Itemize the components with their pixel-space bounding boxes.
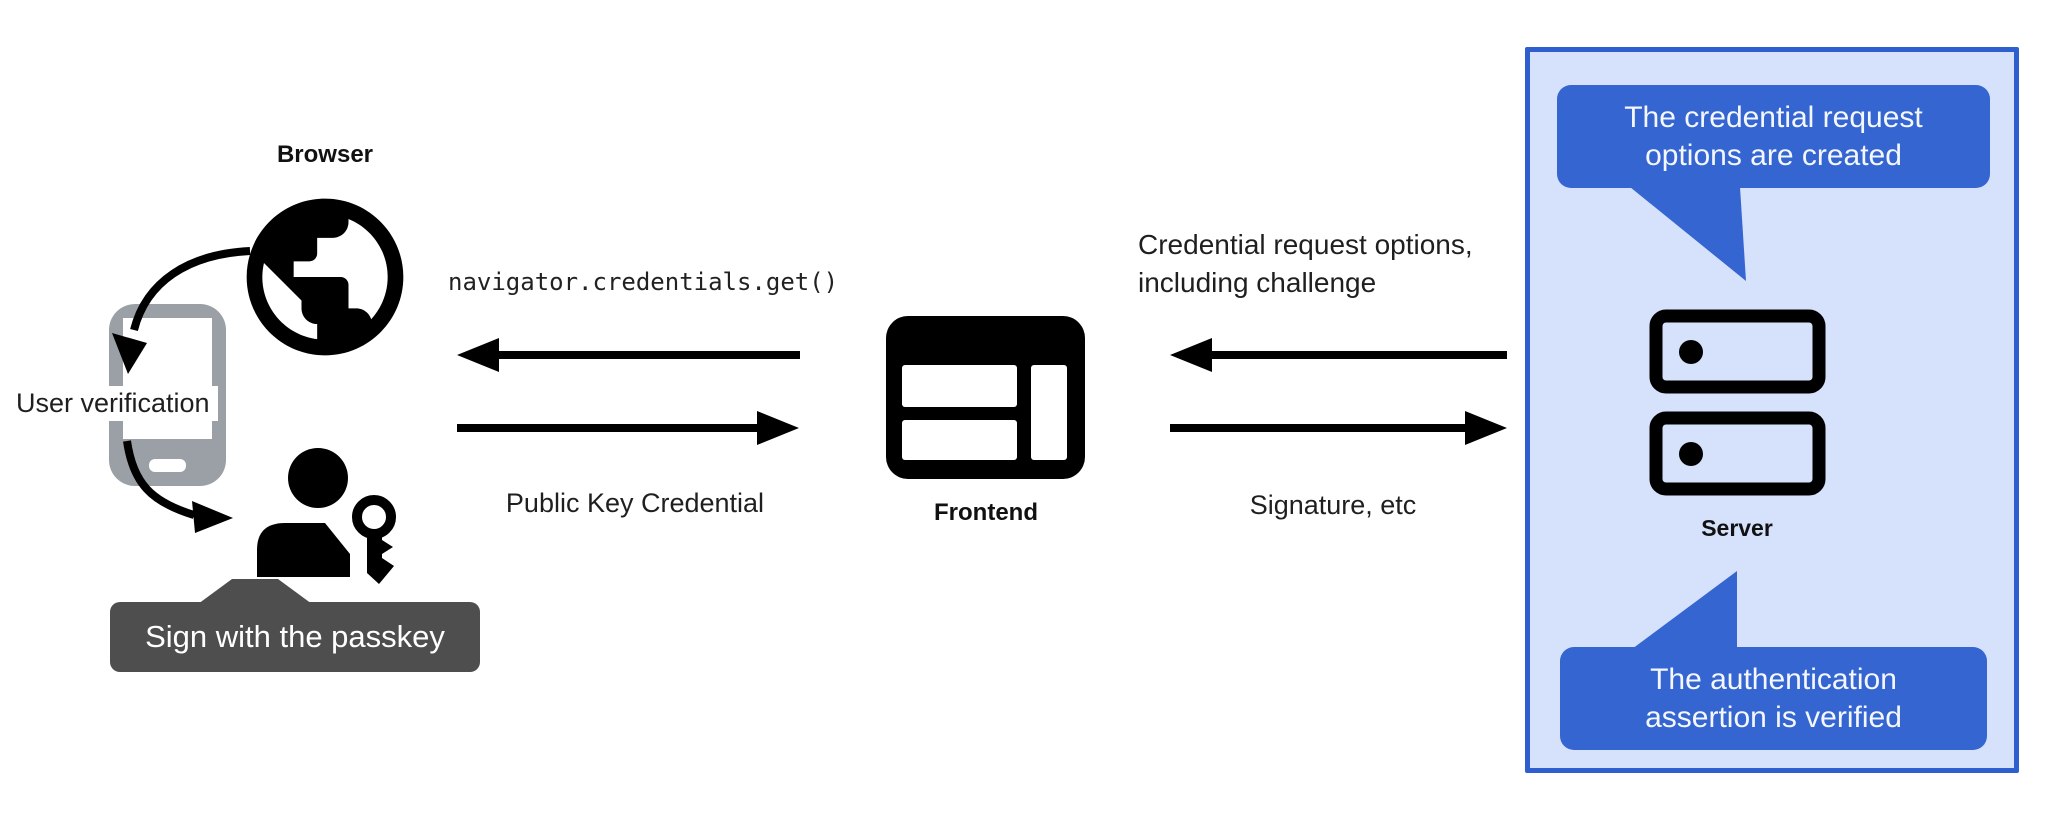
bubble-bottom-line2: assertion is verified: [1645, 700, 1902, 734]
frontend-window-icon: [886, 316, 1085, 479]
person-bust: [257, 448, 350, 577]
bubble-top-line1: The credential request: [1624, 100, 1923, 134]
arrow-server-to-frontend-icon: [1170, 338, 1507, 372]
bubble-bottom-line1: The authentication: [1650, 662, 1897, 696]
credential-request-line2: including challenge: [1138, 267, 1377, 298]
tooltip-label: Sign with the passkey: [145, 619, 445, 654]
arrow-frontend-to-server-icon: [1170, 411, 1507, 445]
public-key-credential-label: Public Key Credential: [505, 488, 765, 518]
arrow-frontend-to-browser-icon: [457, 338, 800, 372]
credential-request-label: Credential request options, including ch…: [1138, 226, 1473, 302]
code-call-label: navigator.credentials.get(): [448, 268, 839, 296]
key-icon: [352, 495, 396, 584]
bubble-top-line2: options are created: [1645, 138, 1902, 172]
frontend-label: Frontend: [934, 499, 1038, 526]
arrow-browser-to-frontend-icon: [457, 411, 799, 445]
person-icon: [257, 448, 396, 584]
browser-label: Browser: [276, 141, 374, 168]
credential-request-line1: Credential request options,: [1138, 229, 1473, 260]
signature-label: Signature, etc: [1249, 490, 1417, 520]
bubble-assertion-verified: The authentication assertion is verified: [1560, 647, 1987, 750]
bubble-credential-options-created: The credential request options are creat…: [1557, 85, 1990, 188]
globe-icon: [246, 198, 404, 356]
sign-with-passkey-tooltip: Sign with the passkey: [110, 602, 480, 672]
server-label: Server: [1701, 515, 1773, 541]
user-verification-label: User verification: [8, 386, 218, 421]
server-icon: [1649, 309, 1826, 496]
